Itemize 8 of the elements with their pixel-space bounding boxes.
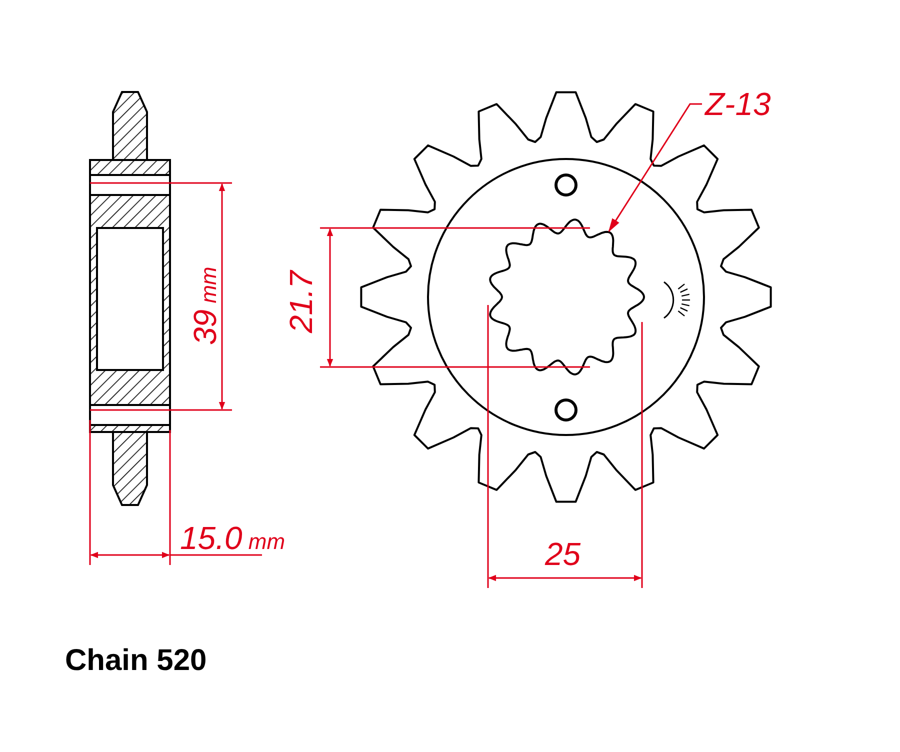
- callout-label: Z-13: [705, 88, 771, 120]
- spline-hole: [489, 218, 646, 376]
- dimension-label: 39 mm: [189, 266, 221, 345]
- chain-label: Chain 520: [65, 646, 207, 676]
- dimension-label: 21.7: [285, 270, 317, 333]
- dimension-label: 15.0 mm: [180, 522, 286, 554]
- leader-line: [608, 103, 702, 232]
- dimension-label: 25: [545, 538, 581, 570]
